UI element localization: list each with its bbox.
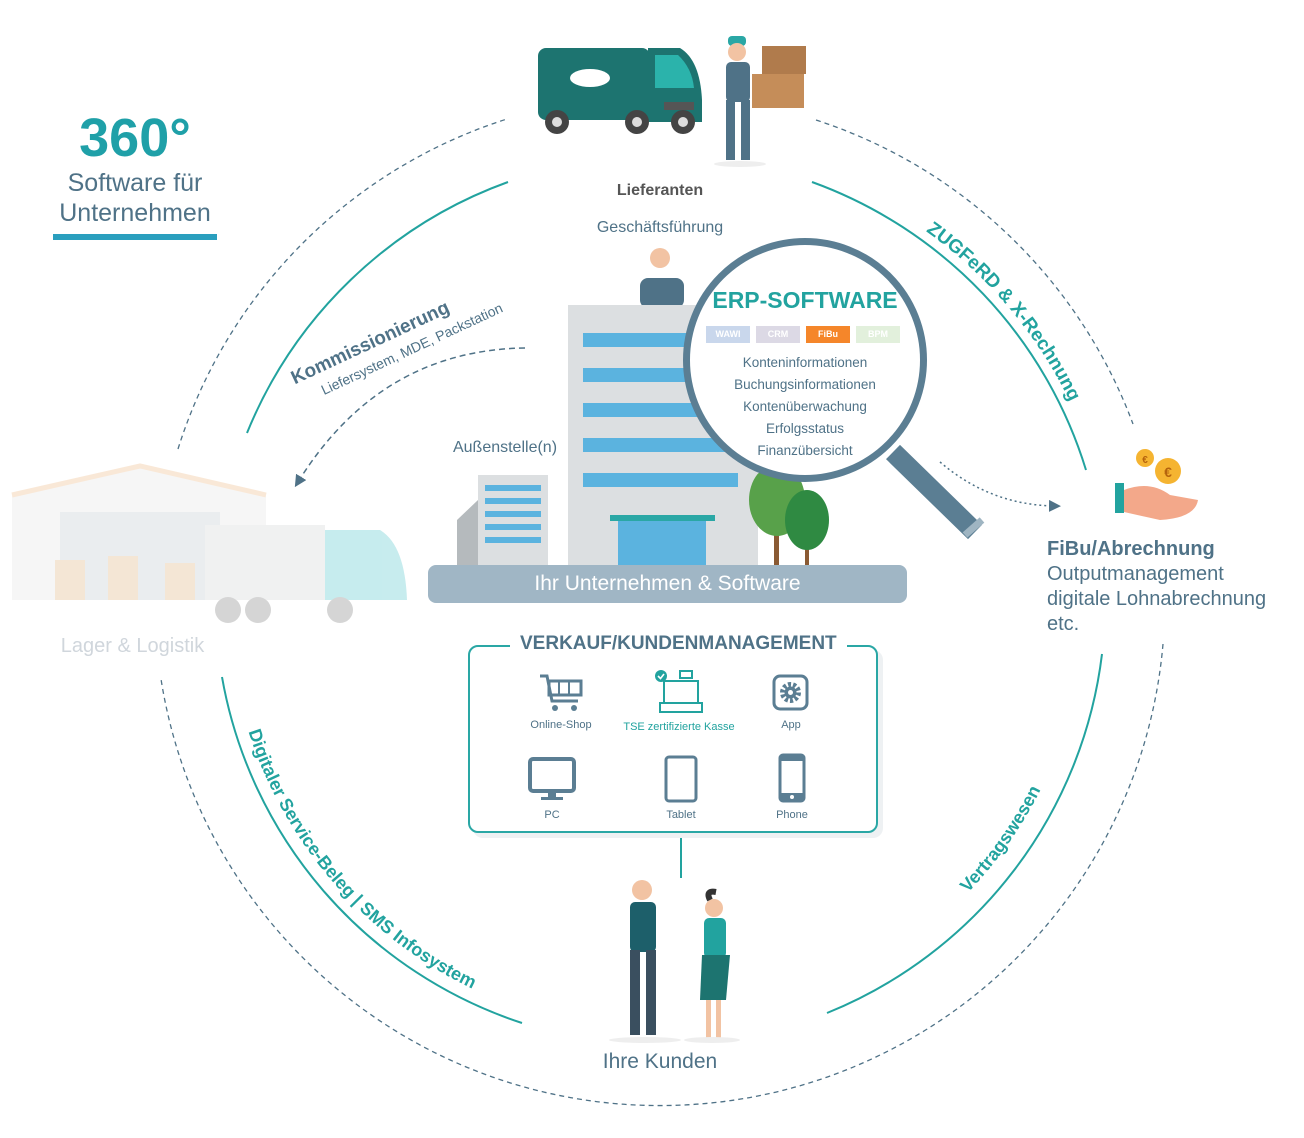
- fibu-arrow: [939, 461, 1061, 512]
- monitor-icon: [528, 757, 576, 800]
- subtitle-line2: Unternehmen: [59, 199, 211, 227]
- sales-item-kasse: TSE zertifizierte Kasse: [614, 669, 744, 733]
- erp-item: Buchungsinformationen: [734, 377, 876, 392]
- svg-text:€: €: [1142, 455, 1148, 466]
- sales-item-app: App: [726, 673, 856, 731]
- sales-item-phone: Phone: [727, 753, 857, 821]
- erp-title: ERP-SOFTWARE: [712, 287, 898, 313]
- cart-icon: [540, 674, 583, 711]
- erp-item: Konteninformationen: [742, 355, 868, 370]
- erp-item: Kontenüberwachung: [743, 399, 867, 414]
- fibu-line: etc.: [1047, 613, 1080, 635]
- erp-tags: WAWI CRM FiBu BPM: [706, 326, 900, 343]
- branch-label: Außenstelle(n): [452, 439, 558, 456]
- sales-item-label: TSE zertifizierte Kasse: [623, 721, 735, 733]
- erp-item: Erfolgsstatus: [765, 421, 845, 436]
- fibu-block: FiBu/Abrechnung Outputmanagement digital…: [1047, 537, 1266, 637]
- subtitle-line1: Software für: [67, 169, 203, 197]
- erp-feature-list: Konteninformationen Buchungsinformatione…: [683, 352, 927, 462]
- zugferd-label: ZUGFeRD & X-Rechnung: [923, 218, 1085, 404]
- sales-item-tablet: Tablet: [616, 755, 746, 821]
- cash-register-icon: [655, 670, 703, 713]
- hand-coins-icon: € €: [1115, 449, 1198, 520]
- tag-bpm: BPM: [856, 326, 900, 343]
- suppliers-label: Lieferanten: [616, 182, 704, 199]
- customers-illustration: [609, 880, 740, 1043]
- sales-box: Online-Shop TSE zertifizierte Kasse App …: [468, 645, 878, 833]
- warehouse-label: Lager & Logistik: [60, 635, 205, 657]
- fibu-title: FiBu/Abrechnung: [1047, 538, 1215, 560]
- inner-ring: [221, 181, 1103, 1024]
- tag-wawi: WAWI: [706, 326, 750, 343]
- tag-crm: CRM: [756, 326, 800, 343]
- warehouse-illustration: [11, 463, 407, 623]
- company-base-bar: Ihr Unternehmen & Software: [428, 565, 907, 603]
- sales-item-online-shop: Online-Shop: [496, 673, 626, 731]
- vertrag-label: Vertragswesen: [956, 782, 1044, 896]
- delivery-person-illustration: [714, 36, 806, 167]
- sales-item-label: App: [781, 719, 801, 731]
- sales-item-label: Phone: [776, 809, 808, 821]
- erp-item: Finanzübersicht: [757, 443, 853, 458]
- service-label: Digitaler Service-Beleg | SMS Infosystem: [245, 726, 480, 992]
- delivery-truck-illustration: [538, 48, 702, 134]
- fibu-line: digitale Lohnabrechnung: [1047, 588, 1267, 610]
- fibu-line: Outputmanagement: [1047, 563, 1224, 585]
- sales-item-label: Online-Shop: [530, 719, 592, 731]
- magnifier-lens: [683, 238, 927, 482]
- sales-title: VERKAUF/KUNDENMANAGEMENT: [510, 633, 847, 655]
- gear-app-icon: [772, 674, 809, 711]
- management-label: Geschäftsführung: [596, 219, 724, 236]
- phone-icon: [778, 753, 806, 803]
- kommissionierung-arrow: [294, 347, 526, 488]
- sales-item-label: PC: [544, 809, 560, 821]
- sales-item-label: Tablet: [666, 809, 696, 821]
- outer-dashed-ring: [160, 118, 1164, 1107]
- sales-item-pc: PC: [487, 757, 617, 821]
- tablet-icon: [664, 755, 698, 803]
- magnifier-handle: [886, 444, 985, 540]
- tag-fibu: FiBu: [806, 326, 850, 343]
- svg-text:€: €: [1164, 464, 1172, 480]
- customers-label: Ihre Kunden: [602, 1050, 718, 1073]
- title-underline: [53, 234, 217, 240]
- title-360: 360°: [79, 108, 191, 168]
